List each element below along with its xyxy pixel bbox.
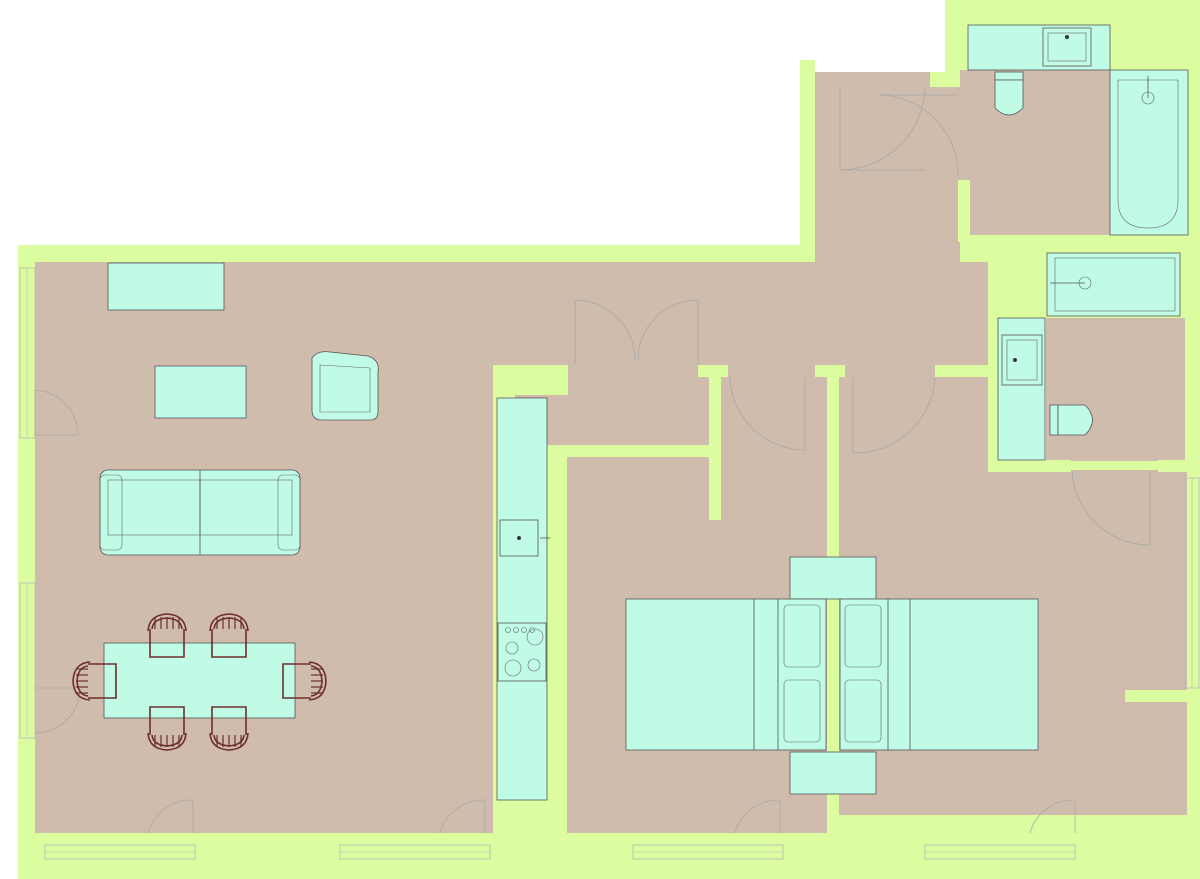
coffee-table	[154, 365, 247, 419]
door-swing-icon	[729, 376, 806, 451]
hob-icon	[497, 622, 547, 682]
wall-bed1-left	[548, 455, 567, 860]
bedroom-furniture	[625, 556, 1039, 795]
wall-bed1-top	[548, 445, 718, 457]
wall-bottom	[18, 833, 1200, 879]
windows	[19, 267, 1200, 860]
chair-icon	[72, 661, 117, 701]
wall-kitchen-top	[493, 365, 568, 395]
wall-lobby-bath-1	[930, 72, 960, 87]
kitchen-worktop	[496, 397, 548, 801]
sofa	[99, 469, 301, 556]
floor-ensuite	[1045, 318, 1185, 461]
door-swing-icon	[839, 87, 959, 176]
floor-entry-lobby	[815, 72, 960, 265]
floor-bedroom-1-top	[567, 378, 715, 458]
wall-hall-stub-2	[709, 365, 721, 520]
toilet-icon	[994, 71, 1024, 116]
door-swing-icon	[734, 799, 781, 834]
interior-walls	[18, 72, 1200, 879]
doors	[34, 87, 1151, 834]
bedside-table-top	[789, 556, 877, 600]
bed-left	[625, 598, 827, 751]
chair-icon	[147, 613, 187, 658]
chair-icon	[147, 706, 187, 751]
wall-bed-divider	[827, 365, 839, 835]
wall-lobby-bath-2	[958, 180, 970, 242]
dining-table	[103, 642, 296, 719]
toilet-icon	[1049, 404, 1093, 436]
wall-ensuite-top	[988, 236, 1188, 256]
wall-ensuite-bottom-2	[1158, 460, 1188, 472]
chair-icon	[282, 661, 327, 701]
bathtub-icon	[1109, 69, 1189, 236]
wall-right-outer	[1187, 460, 1200, 879]
window-icon	[924, 844, 1076, 860]
door-swing-icon	[1029, 799, 1076, 834]
wall-bed2-stub	[935, 365, 990, 377]
ensuite-fittings	[997, 252, 1181, 461]
window-icon	[19, 267, 36, 439]
door-swing-icon	[439, 799, 486, 834]
armchair	[311, 351, 379, 421]
living-furniture	[99, 262, 379, 719]
sink-icon	[499, 519, 550, 557]
sink-icon	[1042, 27, 1092, 67]
window-icon	[339, 844, 491, 860]
door-swing-icon	[574, 299, 699, 365]
chair-icon	[209, 706, 249, 751]
tv-unit	[107, 262, 225, 311]
bed-right	[839, 598, 1039, 751]
floor-hall-upper	[493, 262, 990, 365]
window-icon	[1184, 477, 1200, 689]
floor-living-dining	[35, 262, 493, 859]
bathroom-fittings	[967, 24, 1189, 236]
wall-ensuite-bottom-1	[988, 460, 1071, 472]
window-icon	[44, 844, 196, 860]
floor-bedroom-2-top	[837, 378, 987, 473]
window-icon	[632, 844, 784, 860]
floor-bathroom	[960, 70, 1110, 235]
wall-bed2-notch	[1125, 690, 1187, 702]
door-swing-icon	[852, 376, 936, 454]
door-swing-icon	[147, 799, 194, 834]
chair-icon	[209, 613, 249, 658]
door-swing-icon	[1071, 469, 1151, 546]
door-swing-icon	[34, 389, 79, 436]
dining-chairs	[72, 613, 327, 751]
bathtub-icon	[1046, 252, 1181, 317]
window-icon	[19, 582, 36, 739]
kitchen-fittings	[496, 397, 550, 801]
sink-icon	[1001, 334, 1043, 386]
bedside-table-bottom	[789, 751, 877, 795]
